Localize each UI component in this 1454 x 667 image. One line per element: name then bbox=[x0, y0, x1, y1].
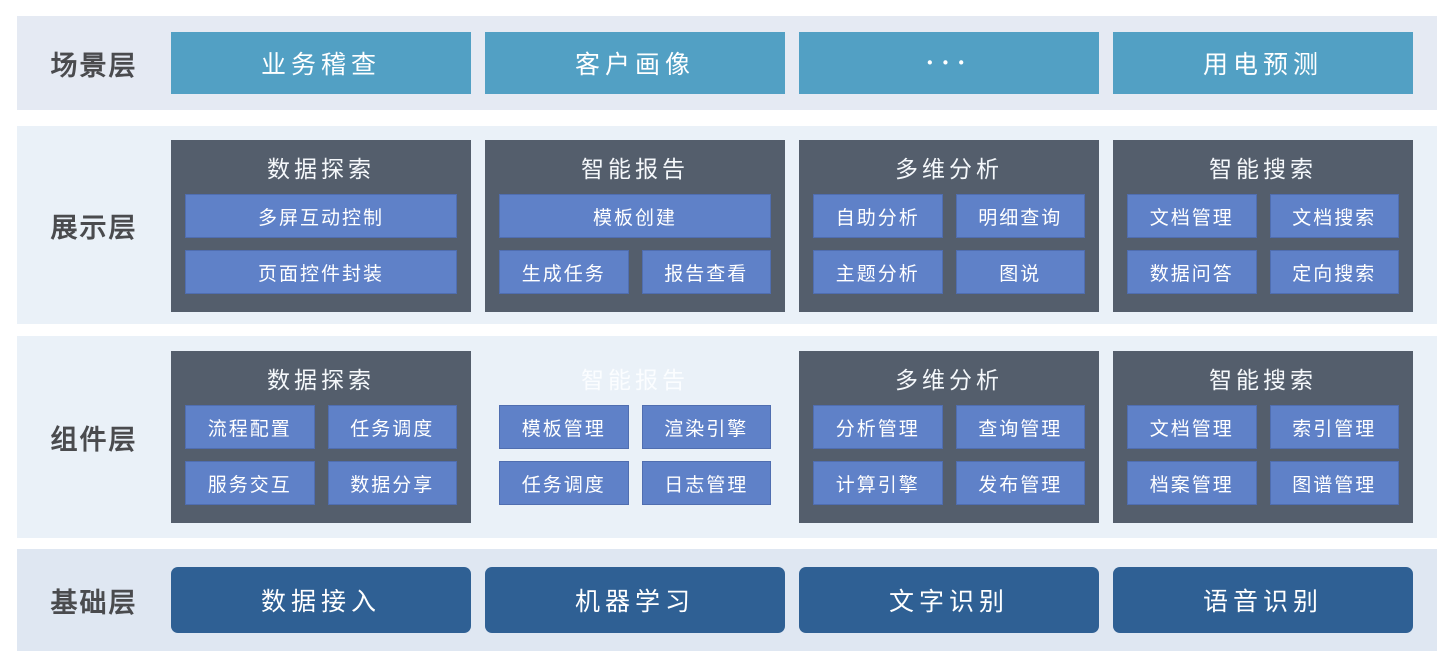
module-item: 多屏互动控制 bbox=[185, 194, 457, 238]
module-item: 模板管理 bbox=[499, 405, 629, 449]
band-component-layer: 组件层 数据探索 流程配置 任务调度 服务交互 数据分享 bbox=[17, 336, 1437, 538]
module-item: 档案管理 bbox=[1127, 461, 1257, 505]
module-item: 图谱管理 bbox=[1269, 461, 1399, 505]
foundation-box-data-ingest: 数据接入 bbox=[171, 567, 471, 633]
module-item: 数据分享 bbox=[327, 461, 457, 505]
scenario-boxes: 业务稽查 客户画像 ··· 用电预测 bbox=[171, 16, 1413, 110]
band-scenario-layer: 场景层 业务稽查 客户画像 ··· 用电预测 bbox=[17, 16, 1437, 110]
module-item: 定向搜索 bbox=[1269, 250, 1399, 294]
group-title: 数据探索 bbox=[267, 368, 375, 393]
module-item: 服务交互 bbox=[185, 461, 315, 505]
foundation-box-machine-learning: 机器学习 bbox=[485, 567, 785, 633]
module-item: 日志管理 bbox=[641, 461, 771, 505]
module-item: 文档管理 bbox=[1127, 194, 1257, 238]
presentation-groups: 数据探索 多屏互动控制 页面控件封装 智能报告 模板创建 生成任务 报告查看 bbox=[171, 126, 1413, 324]
foundation-boxes: 数据接入 机器学习 文字识别 语音识别 bbox=[171, 549, 1413, 651]
group-smart-report: 智能报告 模板创建 生成任务 报告查看 bbox=[485, 140, 785, 312]
module-item: 渲染引擎 bbox=[641, 405, 771, 449]
foundation-box-speech: 语音识别 bbox=[1113, 567, 1413, 633]
group-title: 智能搜索 bbox=[1209, 368, 1317, 393]
module-item: 任务调度 bbox=[499, 461, 629, 505]
band-presentation-layer: 展示层 数据探索 多屏互动控制 页面控件封装 智能报告 模板创建 bbox=[17, 126, 1437, 324]
group-smart-report-ghost: 智能报告 模板管理 渲染引擎 任务调度 日志管理 bbox=[485, 351, 785, 523]
group-smart-search: 智能搜索 文档管理 文档搜索 数据问答 定向搜索 bbox=[1113, 140, 1413, 312]
layer-label-scenario: 场景层 bbox=[50, 50, 138, 81]
layer-label-component: 组件层 bbox=[50, 424, 138, 455]
module-item: 生成任务 bbox=[499, 250, 629, 294]
module-item: 主题分析 bbox=[813, 250, 943, 294]
module-item: 文档管理 bbox=[1127, 405, 1257, 449]
layer-label-foundation: 基础层 bbox=[50, 587, 138, 618]
scenario-box-ellipsis: ··· bbox=[799, 32, 1099, 94]
module-item: 索引管理 bbox=[1269, 405, 1399, 449]
module-item: 流程配置 bbox=[185, 405, 315, 449]
module-item: 数据问答 bbox=[1127, 250, 1257, 294]
group-data-exploration: 数据探索 流程配置 任务调度 服务交互 数据分享 bbox=[171, 351, 471, 523]
group-multidim-analysis: 多维分析 自助分析 明细查询 主题分析 图说 bbox=[799, 140, 1099, 312]
module-item: 分析管理 bbox=[813, 405, 943, 449]
component-groups: 数据探索 流程配置 任务调度 服务交互 数据分享 智能 bbox=[171, 336, 1413, 538]
scenario-box-power-forecast: 用电预测 bbox=[1113, 32, 1413, 94]
module-item: 任务调度 bbox=[327, 405, 457, 449]
layer-label-presentation: 展示层 bbox=[50, 212, 138, 243]
module-item: 查询管理 bbox=[955, 405, 1085, 449]
group-title: 智能报告 bbox=[581, 368, 689, 393]
group-data-exploration: 数据探索 多屏互动控制 页面控件封装 bbox=[171, 140, 471, 312]
scenario-box-customer-profile: 客户画像 bbox=[485, 32, 785, 94]
scenario-box-business-audit: 业务稽查 bbox=[171, 32, 471, 94]
group-title: 多维分析 bbox=[895, 157, 1003, 182]
group-title: 智能报告 bbox=[581, 157, 689, 182]
module-item: 报告查看 bbox=[641, 250, 771, 294]
module-item: 页面控件封装 bbox=[185, 250, 457, 294]
module-item: 自助分析 bbox=[813, 194, 943, 238]
module-item: 计算引擎 bbox=[813, 461, 943, 505]
module-item: 图说 bbox=[955, 250, 1085, 294]
module-item: 模板创建 bbox=[499, 194, 771, 238]
module-item: 文档搜索 bbox=[1269, 194, 1399, 238]
group-title: 多维分析 bbox=[895, 368, 1003, 393]
module-item: 发布管理 bbox=[955, 461, 1085, 505]
group-multidim-analysis: 多维分析 分析管理 查询管理 计算引擎 发布管理 bbox=[799, 351, 1099, 523]
group-title: 智能搜索 bbox=[1209, 157, 1317, 182]
foundation-box-ocr: 文字识别 bbox=[799, 567, 1099, 633]
module-item: 明细查询 bbox=[955, 194, 1085, 238]
group-title: 数据探索 bbox=[267, 157, 375, 182]
band-foundation-layer: 基础层 数据接入 机器学习 文字识别 语音识别 bbox=[17, 549, 1437, 651]
group-smart-search: 智能搜索 文档管理 索引管理 档案管理 图谱管理 bbox=[1113, 351, 1413, 523]
